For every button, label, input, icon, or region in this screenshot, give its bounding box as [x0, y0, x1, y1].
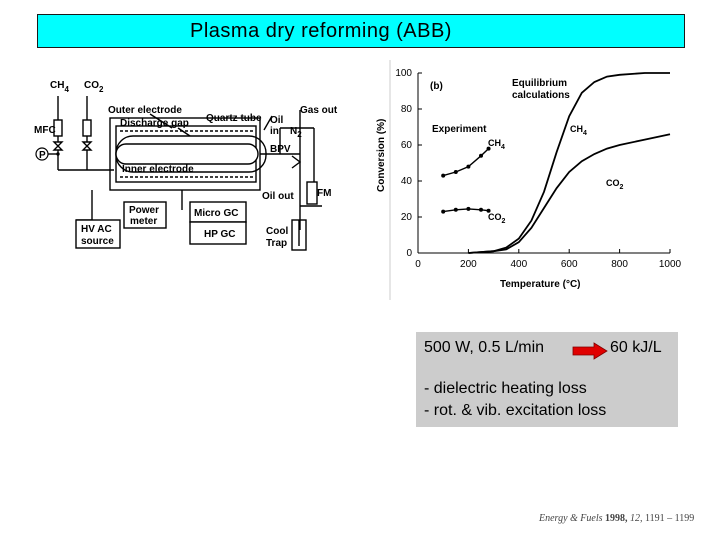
- y-tick-label: 60: [401, 140, 413, 151]
- co2-equilibrium-line: [468, 133, 671, 254]
- x-tick-label: 0: [415, 259, 421, 270]
- ch4-experiment-point: [486, 146, 491, 151]
- x-tick-label: 600: [561, 259, 578, 270]
- operating-conditions: 500 W, 0.5 L/min: [424, 339, 545, 356]
- x-tick-label: 400: [510, 259, 527, 270]
- label-oil-in-2: in: [270, 126, 279, 137]
- label-p: P: [39, 150, 46, 161]
- label-inner-electrode: Inner electrode: [122, 164, 194, 175]
- y-tick-label: 100: [395, 68, 412, 79]
- x-tick-label: 800: [611, 259, 628, 270]
- loss-item: - rot. & vib. excitation loss: [424, 402, 607, 419]
- label-hv-ac-2: source: [81, 236, 114, 247]
- label-co2: CO2: [84, 80, 104, 94]
- co2-experiment-point: [441, 209, 446, 214]
- right-arrow-icon: [572, 342, 608, 360]
- label-bpv: BPV: [270, 144, 291, 155]
- label-fm: FM: [317, 188, 331, 199]
- citation-pages: 1191 – 1199: [645, 513, 695, 524]
- label-cool-trap-2: Trap: [266, 238, 287, 249]
- label-power-meter-1: Power: [129, 205, 159, 216]
- ch4-experiment-point: [466, 164, 471, 169]
- ch4-experiment-point: [441, 173, 446, 178]
- pressure-gauge-icon: [35, 147, 49, 161]
- ch4-experiment-point: [479, 153, 483, 158]
- x-tick-label: 1000: [659, 259, 682, 270]
- co2-experiment-point: [479, 207, 483, 212]
- x-tick-label: 200: [460, 259, 477, 270]
- ch4-experiment-line: [443, 148, 490, 177]
- label-micro-gc: Micro GC: [194, 208, 238, 219]
- chart-axes: 0 200 400 600 800 1000 0 20 40 60 80 100: [395, 68, 681, 270]
- energy-row: 500 W, 0.5 L/min 60 kJ/L: [424, 339, 674, 361]
- citation: Energy & Fuels 1998, 12, 1191 – 1199: [539, 513, 694, 524]
- conversion-chart: 0 200 400 600 800 1000 0 20 40 60 80 100 (b) Equili…: [376, 60, 682, 300]
- loss-item: - dielectric heating loss: [424, 380, 587, 397]
- citation-volume: 12,: [630, 513, 643, 524]
- chart-marks: [441, 146, 491, 214]
- annotation-co2-exp: CO2: [488, 212, 506, 225]
- co2-experiment-point: [486, 208, 491, 213]
- y-axis-label: Conversion (%): [376, 119, 387, 192]
- annotation-ch4-eq: CH4: [570, 124, 587, 137]
- info-box: 500 W, 0.5 L/min 60 kJ/L - dielectric he…: [416, 332, 678, 427]
- reactor-schematic: P CH4 CO2 MFC Outer electrode Discharge …: [34, 80, 338, 251]
- co2-experiment-point: [466, 206, 471, 211]
- title-bar: Plasma dry reforming (ABB): [37, 14, 685, 48]
- x-axis-label: Temperature (°C): [500, 279, 581, 290]
- y-tick-label: 0: [406, 248, 412, 259]
- annotation-experiment: Experiment: [432, 124, 487, 135]
- annotation-ch4-exp: CH4: [488, 138, 505, 151]
- annotation-equilibrium-1: Equilibrium: [512, 78, 567, 89]
- slide-title: Plasma dry reforming (ABB): [190, 19, 452, 42]
- citation-year: 1998,: [605, 513, 628, 524]
- annotation-co2-eq: CO2: [606, 178, 624, 191]
- specific-energy: 60 kJ/L: [610, 339, 662, 356]
- label-hv-ac-1: HV AC: [81, 224, 112, 235]
- ch4-equilibrium-line: [468, 72, 670, 254]
- ch4-experiment-point: [453, 170, 458, 174]
- label-n2: N2: [290, 126, 302, 139]
- label-hp-gc: HP GC: [204, 229, 236, 240]
- y-tick-label: 80: [401, 104, 413, 115]
- label-ch4: CH4: [50, 80, 69, 94]
- y-tick-label: 20: [401, 212, 413, 223]
- y-tick-label: 40: [401, 176, 413, 187]
- label-oil-out: Oil out: [262, 191, 294, 202]
- label-cool-trap-1: Cool: [266, 226, 288, 237]
- label-discharge-gap: Discharge gap: [120, 118, 189, 129]
- annotation-equilibrium-2: calculations: [512, 90, 570, 101]
- label-gas-out: Gas out: [300, 105, 338, 116]
- co2-experiment-point: [453, 207, 458, 212]
- panel-label: (b): [430, 81, 443, 92]
- label-outer-electrode: Outer electrode: [108, 105, 182, 116]
- label-mfc: MFC: [34, 125, 56, 136]
- label-quartz-tube: Quartz tube: [206, 113, 262, 124]
- citation-journal: Energy & Fuels: [539, 513, 603, 524]
- label-oil-in: Oil: [270, 115, 284, 126]
- label-power-meter-2: meter: [130, 216, 157, 227]
